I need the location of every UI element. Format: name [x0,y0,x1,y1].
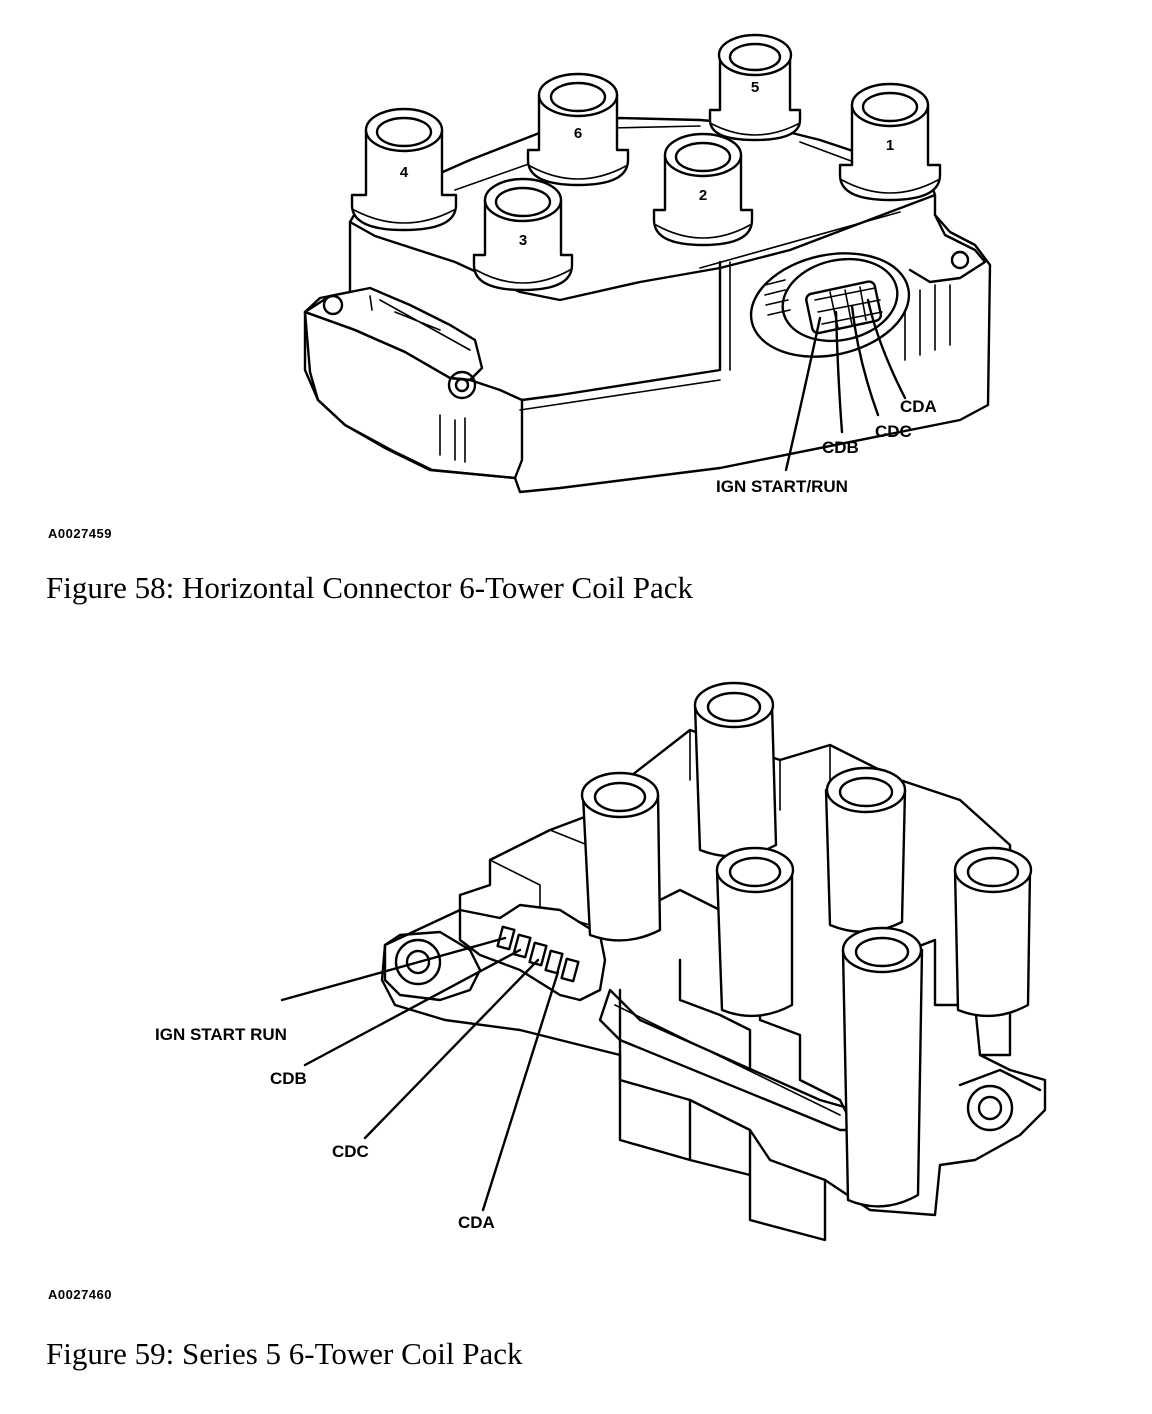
body-detail-lines [519,261,731,411]
callout-ign-start-run: IGN START/RUN [716,477,848,496]
callout-cdc: CDC [332,1142,369,1161]
coil-pack-body [380,908,1047,1217]
right-mount-hole [950,250,970,270]
terminal-spare [560,957,580,983]
callout-cdb: CDB [822,438,859,457]
tower-5 [708,33,802,142]
right-ribs [904,284,951,361]
connector-terminals [814,286,883,329]
left-mount-hole [322,294,344,316]
terminal-cda [544,949,564,975]
right-mounting-ear [908,213,987,284]
tower-number-1: 1 [886,137,894,154]
tower-number-3: 3 [519,232,527,249]
tower-rear-center [693,681,778,858]
callout-cda: CDA [458,1213,495,1232]
body-front-edge [520,260,722,402]
tower-2 [652,132,754,247]
figure-59-caption: Figure 59: Series 5 6-Tower Coil Pack [46,1336,523,1371]
stepped-housing [458,728,1012,1057]
left-mount-hole-inner [405,949,431,975]
tower-front-right [953,846,1033,1018]
leader-line-cda [866,298,907,400]
leader-line-ign-start-run [280,936,507,1002]
tower-number-4: 4 [400,164,409,181]
tower-rear-right [824,766,907,934]
tower-number-6: 6 [574,125,582,142]
front-ribs [439,414,466,463]
tower-front-center [715,846,795,1018]
ear-rib [369,295,471,351]
left-mount-hole-outer [394,938,442,986]
left-mounting-ear [383,930,482,1002]
tower-number-2: 2 [699,187,707,204]
right-mount-hole-outer [966,1084,1014,1132]
left-mounting-ear [303,286,484,382]
coil-pack-base [303,193,992,494]
tower-4 [350,107,458,232]
lower-bracket [618,1053,827,1242]
rail-groove [614,1004,841,1116]
tower-6 [526,72,630,187]
front-body-block [303,310,524,480]
figure-59: IGN START RUN CDB CDC CDA A0027460 Figur… [0,660,1152,1414]
tower-rear-left [580,771,662,942]
callout-cdc: CDC [875,422,912,441]
leader-line-cdc [850,304,880,417]
horizontal-connector-coil-pack-drawing: 4 6 5 1 3 2 CDA CDC CDB IGN START/RUN [303,33,992,496]
figure-58-caption: Figure 58: Horizontal Connector 6-Tower … [46,570,693,605]
leader-line-cda [481,970,560,1212]
tower-front-lower [841,926,924,1208]
front-mount-hole-outer [447,370,477,400]
leader-line-cdb [303,948,522,1067]
leader-line-cdc [363,958,540,1140]
callout-ign-start-run: IGN START RUN [155,1025,287,1044]
right-mount-hole-inner [977,1095,1003,1121]
series5-coil-pack-drawing: IGN START RUN CDB CDC CDA [155,681,1047,1242]
right-ear-edge [958,1068,1042,1092]
callout-cdb: CDB [270,1069,307,1088]
top-plate-edges [454,125,901,269]
callout-cda: CDA [900,397,937,416]
tower-1 [838,82,942,202]
connector-latch [764,279,791,316]
leader-line-cdb [834,310,844,434]
leader-line-ign [784,316,822,472]
figure-58: 4 6 5 1 3 2 CDA CDC CDB IGN START/RUN A0… [0,0,1152,640]
art-id-59: A0027460 [48,1287,112,1302]
tower-number-5: 5 [751,79,759,96]
art-id-58: A0027459 [48,526,112,541]
tower-3 [472,177,574,292]
